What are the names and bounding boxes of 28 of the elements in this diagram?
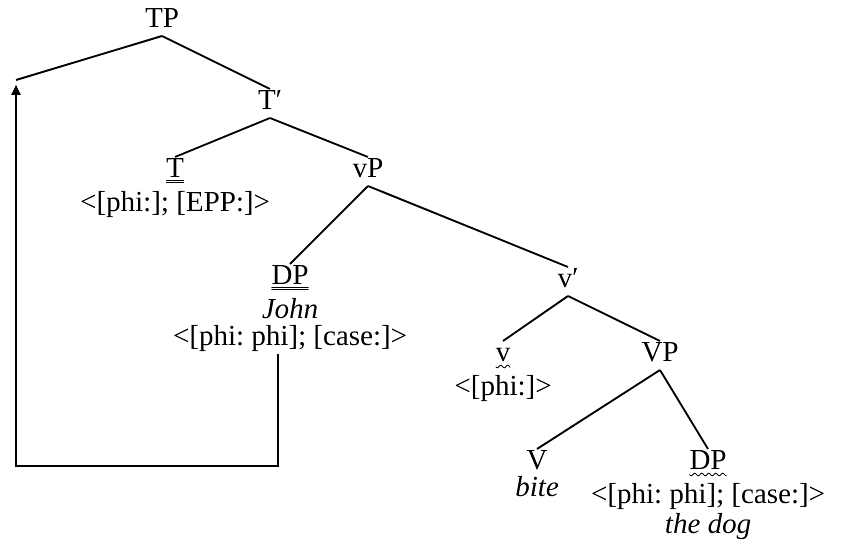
tree-branch (368, 185, 568, 268)
category-label: VP (641, 339, 679, 366)
category-label: DP (271, 262, 309, 289)
lexical-item: bite (515, 474, 559, 501)
lexical-item: John (262, 296, 318, 323)
lexical-item: the dog (664, 511, 752, 538)
tree-branch (289, 185, 369, 265)
tree-branch (502, 295, 569, 342)
feature-bundle: <[phi:]; [EPP:]> (80, 189, 270, 216)
category-label: v′ (558, 265, 578, 292)
tree-branch (270, 117, 368, 158)
tree-branch (162, 35, 270, 90)
category-label: TP (145, 5, 179, 32)
category-label: v (496, 339, 510, 366)
movement-arrow (11, 85, 279, 467)
category-label: T′ (258, 87, 282, 114)
tree-branch (536, 369, 661, 450)
category-label: DP (689, 447, 727, 474)
tree-branch (16, 35, 162, 81)
tree-branch (659, 369, 709, 450)
category-label: V (526, 447, 548, 474)
tree-branch (568, 295, 660, 342)
feature-bundle: <[phi: phi]; [case:]> (172, 323, 408, 350)
tree-branch (174, 117, 270, 158)
category-label: vP (352, 155, 384, 182)
feature-bundle: <[phi: phi]; [case:]> (590, 481, 826, 508)
feature-bundle: <[phi:]> (454, 373, 552, 400)
category-label: T (166, 155, 184, 182)
